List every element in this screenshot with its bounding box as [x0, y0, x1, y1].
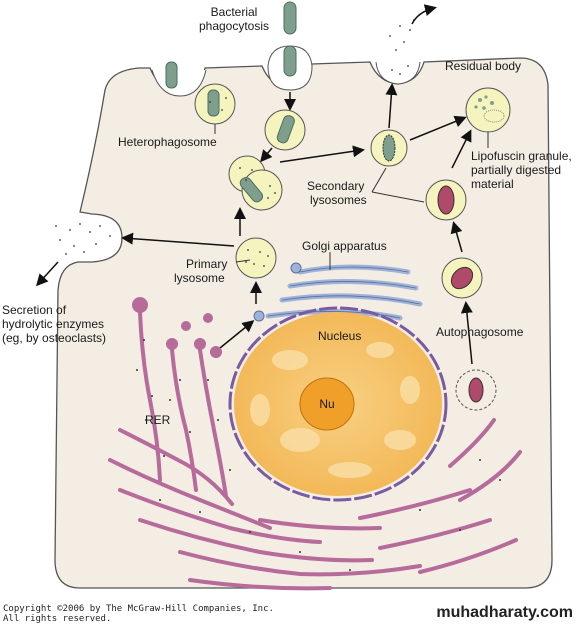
golgi-vesicle [290, 262, 302, 274]
label-secretion: (eg, by osteoclasts) [2, 331, 106, 345]
golgi-outline [267, 266, 421, 319]
site-watermark: muhadharaty.com [436, 604, 573, 621]
bacterium-icon [276, 115, 295, 144]
enzyme-dots [245, 249, 269, 267]
rough-endoplasmic-reticulum [108, 310, 522, 591]
arrow [35, 261, 59, 287]
label-secondary-lysosomes: lysosomes [310, 193, 367, 207]
mitochondrion-digesting [437, 185, 455, 215]
label-autophagosome: Autophagosome [436, 325, 524, 339]
arrow [279, 145, 365, 163]
copyright-line: Copyright ©2006 by The McGraw-Hill Compa… [3, 604, 274, 614]
chromatin-pattern [250, 342, 420, 478]
exocytosis-pit [375, 61, 421, 85]
secreted-enzymes [55, 223, 111, 255]
label-secretion: Secretion of [2, 303, 67, 317]
released-contents [389, 19, 415, 75]
leader-line [371, 167, 387, 193]
copyright-line: All rights reserved. [3, 614, 112, 624]
label-golgi-apparatus: Golgi apparatus [302, 239, 387, 253]
mitochondrion-icon [468, 377, 484, 403]
arrow [460, 301, 473, 365]
bacterium-icon [207, 89, 220, 117]
golgi-vesicle [253, 310, 265, 322]
bacterium-icon [283, 45, 297, 77]
bacterium-icon [239, 176, 264, 203]
bacterium-icon [165, 61, 178, 89]
label-secretion: hydrolytic enzymes [2, 317, 104, 331]
label-nucleus: Nucleus [318, 329, 361, 343]
arrow [411, 4, 437, 25]
label-secondary-lysosomes: Secondary [307, 179, 364, 193]
label-lipofuscin: material [471, 177, 514, 191]
arrow [385, 83, 398, 129]
arrow [121, 232, 235, 247]
label-bacterial-phagocytosis: phagocytosis [199, 19, 269, 33]
lysosome-pathway-diagram: Bacterial phagocytosis Heterophagosome R… [2, 1, 572, 591]
label-rer: RER [145, 413, 171, 427]
digesting-bacterium [382, 134, 396, 162]
nuclear-envelope [228, 306, 448, 502]
ribosome-dots [136, 339, 501, 571]
rer-vesicles [132, 297, 222, 358]
leader-line [235, 259, 251, 263]
digested-material [483, 109, 505, 123]
label-primary-lysosome: lysosome [174, 271, 225, 285]
enzyme-dots [209, 97, 276, 199]
label-primary-lysosome: Primary [186, 257, 227, 271]
bacterium-icon [283, 1, 297, 35]
fusing-phagosome [241, 169, 283, 211]
arrow [219, 320, 255, 349]
label-nucleolus: Nu [319, 397, 334, 411]
forming-autophagosome [455, 369, 497, 411]
arrow [450, 221, 463, 253]
lipofuscin-granules [474, 95, 494, 110]
label-lipofuscin: partially digested [471, 163, 561, 177]
arrow [260, 147, 273, 163]
arrow [409, 115, 467, 141]
label-heterophagosome: Heterophagosome [118, 135, 217, 149]
residual-body [465, 87, 511, 133]
label-bacterial-phagocytosis: Bacterial [211, 5, 258, 19]
arrow [451, 129, 472, 169]
nucleolus [299, 377, 355, 431]
primary-lysosome [235, 237, 277, 279]
mitochondrion-icon [450, 266, 474, 290]
label-residual-body: Residual body [445, 59, 521, 73]
leader-line [371, 191, 425, 203]
label-lipofuscin: Lipofuscin granule, [471, 149, 572, 163]
